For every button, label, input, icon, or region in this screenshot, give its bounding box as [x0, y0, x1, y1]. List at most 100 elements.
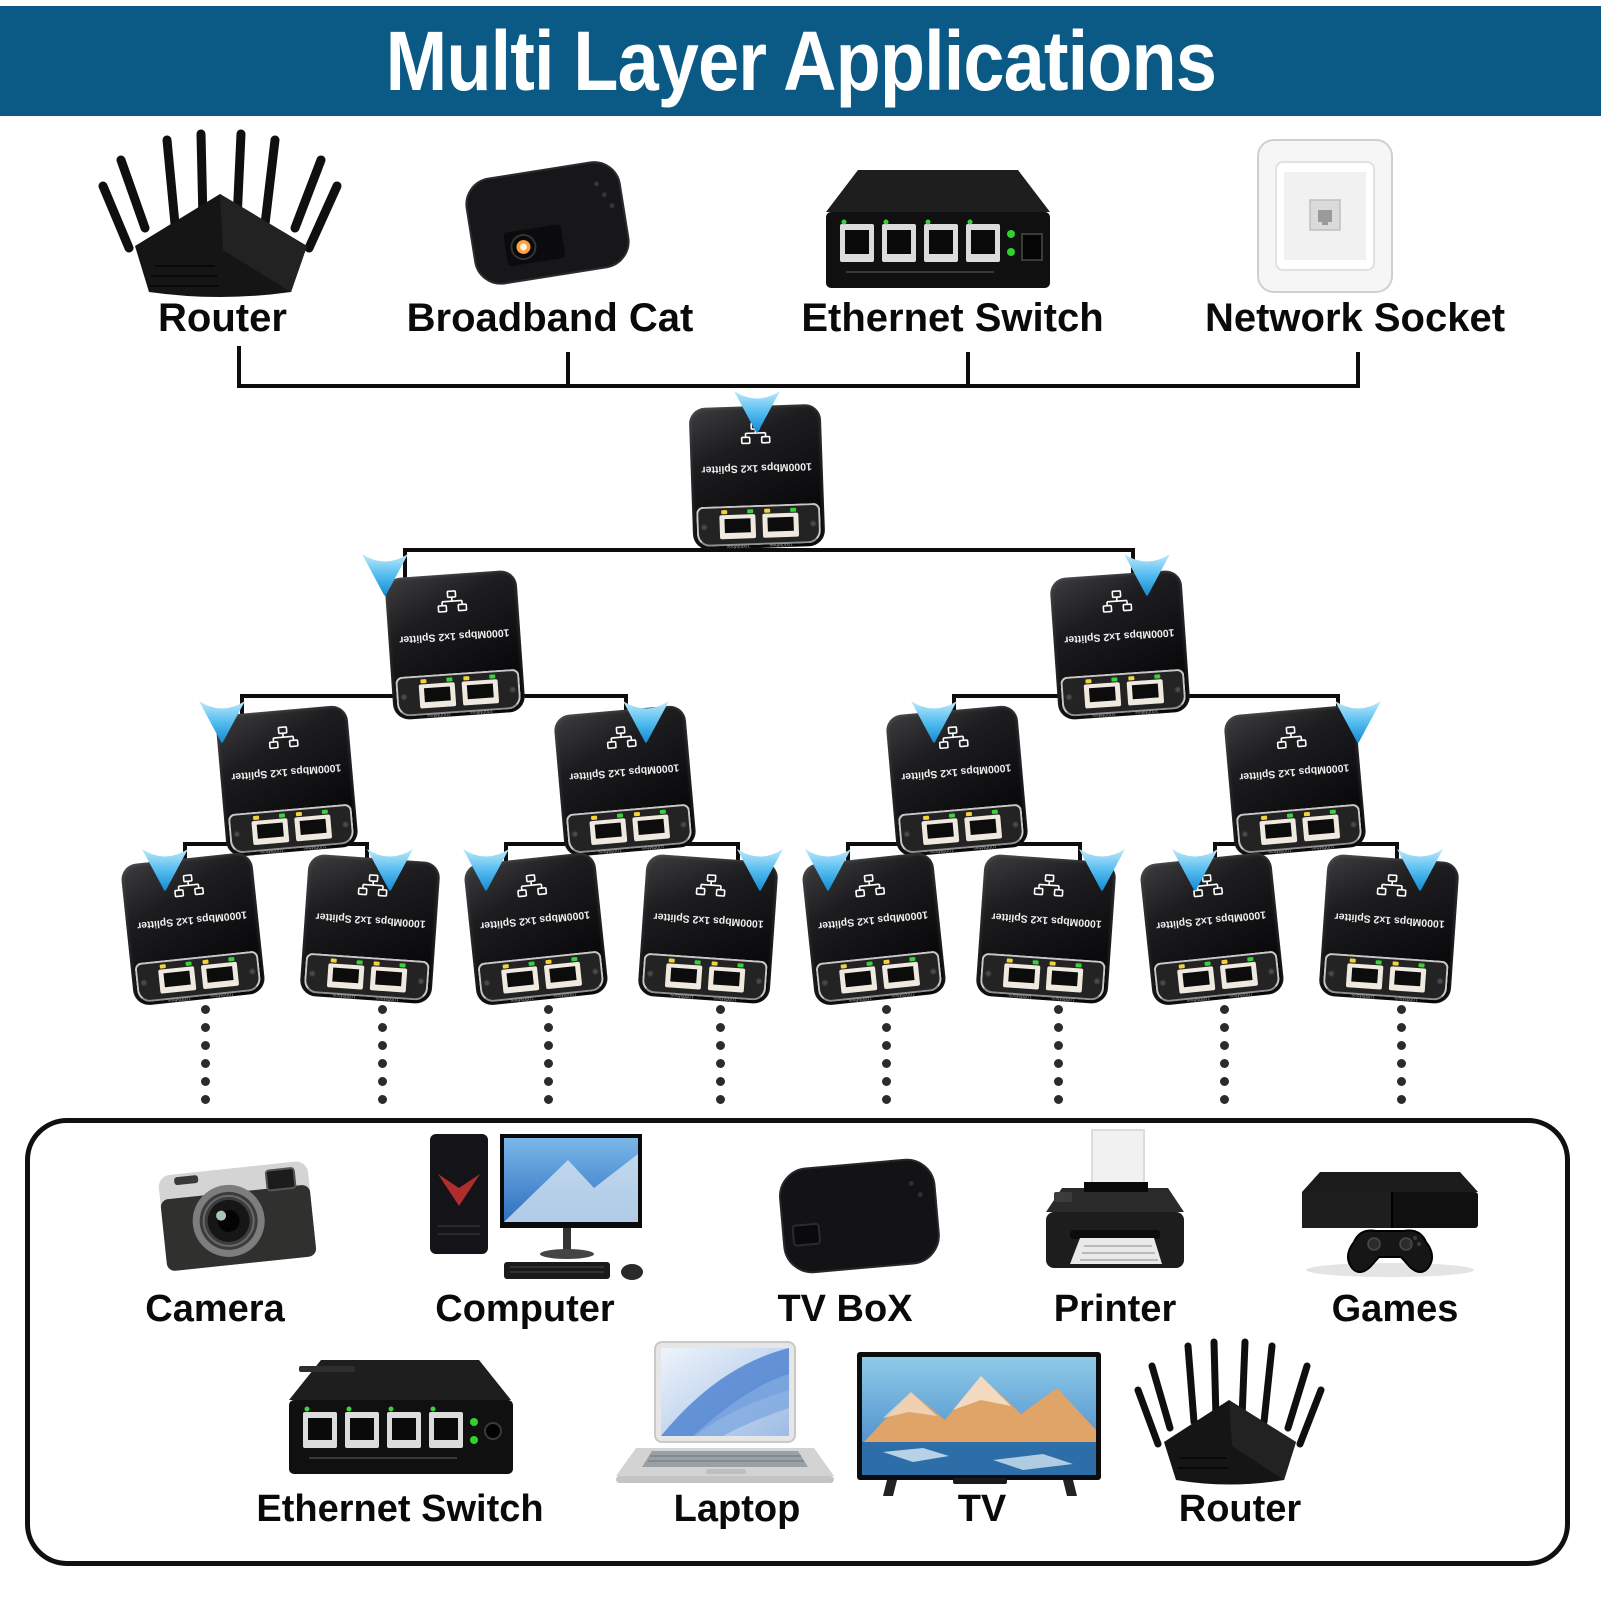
network-tree-icon: [695, 874, 726, 897]
connector: [736, 842, 740, 874]
down-arrow-icon: [367, 849, 413, 891]
source-label-ethernet-switch: Ethernet Switch: [801, 296, 1104, 340]
continuation-dots: [1220, 1005, 1229, 1113]
ethernet-switch-icon: [275, 1352, 520, 1490]
network-tree-icon: [174, 874, 205, 898]
device-label-router: Router: [1178, 1488, 1302, 1530]
rj45-port: 1000Mbps: [1083, 677, 1121, 718]
continuation-dots: [544, 1005, 553, 1113]
network-tree-icon: [1376, 874, 1407, 897]
network-tree-icon: [517, 874, 548, 898]
computer-icon: [420, 1126, 655, 1296]
rj45-port: 1000Mbps: [1345, 958, 1383, 999]
connector: [403, 548, 407, 592]
continuation-dots: [1054, 1005, 1063, 1113]
device-label-computer: Computer: [435, 1288, 615, 1330]
tv-box-icon: [762, 1148, 957, 1291]
device-label-camera: Camera: [145, 1288, 285, 1330]
continuation-dots: [201, 1005, 210, 1113]
continuation-dots: [882, 1005, 891, 1113]
rj45-port: 1000Mbps: [250, 813, 289, 855]
rj45-port: 1000Mbps: [326, 958, 364, 999]
rj45-port: 1000Mbps: [664, 958, 702, 999]
down-arrow-icon: [142, 849, 188, 891]
network-tree-icon: [437, 590, 468, 613]
rj45-port: 1000Mbps: [1301, 809, 1340, 851]
rj45-port: 1000Mbps: [461, 674, 499, 715]
rj45-port: 1000Mbps: [543, 956, 582, 999]
continuation-dots: [378, 1005, 387, 1113]
screw-icon: [809, 519, 817, 528]
games-console-icon: [1288, 1158, 1493, 1291]
printer-icon: [1032, 1126, 1200, 1299]
down-arrow-icon: [199, 701, 245, 743]
screw-icon: [700, 523, 708, 531]
device-label-printer: Printer: [1053, 1288, 1177, 1330]
ethernet-switch-icon: [810, 160, 1060, 303]
network-tree-icon: [1193, 874, 1224, 898]
connector: [1356, 352, 1360, 388]
broadband-cat-icon: [450, 148, 645, 303]
rj45-port: 1000Mbps: [963, 809, 1002, 851]
rj45-port: 1000Mbps: [1258, 813, 1297, 855]
router-icon: [1132, 1338, 1327, 1498]
rj45-port: 1000Mbps: [588, 813, 627, 855]
connector: [846, 842, 850, 874]
network-tree-icon: [938, 726, 969, 750]
rj45-port: 1000Mbps: [500, 961, 539, 1003]
network-tree-icon: [1102, 590, 1133, 613]
rj45-port: 1000Mbps: [761, 507, 799, 548]
network-tree-icon: [1033, 874, 1064, 897]
rj45-port: 1000Mbps: [881, 956, 920, 999]
camera-icon: [148, 1138, 326, 1295]
rj45-port: 1000Mbps: [200, 956, 239, 999]
device-label-games: Games: [1331, 1288, 1459, 1330]
continuation-dots: [1397, 1005, 1406, 1113]
device-label-tv: TV: [957, 1488, 1007, 1530]
title-banner: Multi Layer Applications: [0, 6, 1601, 116]
rj45-port: 1000Mbps: [369, 961, 407, 1002]
source-label-network-socket: Network Socket: [1204, 296, 1506, 340]
rj45-port: 1000Mbps: [631, 809, 670, 851]
device-label-ethernet-switch: Ethernet Switch: [256, 1488, 544, 1530]
down-arrow-icon: [1335, 701, 1381, 743]
rj45-port: 1000Mbps: [1219, 956, 1258, 999]
rj45-port: 1000Mbps: [718, 509, 756, 549]
network-tree-icon: [606, 726, 637, 750]
down-arrow-icon: [911, 701, 957, 743]
rj45-port: 1000Mbps: [838, 961, 877, 1003]
connector: [237, 346, 241, 388]
connector: [966, 352, 970, 388]
splitter-port-panel: 1000Mbps 1000Mbps: [696, 502, 822, 549]
rj45-port: 1000Mbps: [920, 813, 959, 855]
down-arrow-icon: [1124, 554, 1170, 596]
connector: [403, 548, 1135, 552]
connector: [240, 694, 244, 730]
rj45-port: 1000Mbps: [1176, 961, 1215, 1003]
router-icon: [95, 128, 345, 305]
down-arrow-icon: [734, 391, 780, 433]
connector-bus: [237, 384, 1360, 388]
rj45-port: 1000Mbps: [1002, 958, 1040, 999]
down-arrow-icon: [805, 849, 851, 891]
rj45-port: 1000Mbps: [293, 809, 332, 851]
network-tree-icon: [855, 874, 886, 898]
tv-icon: [853, 1348, 1108, 1503]
device-label-laptop: Laptop: [673, 1488, 801, 1530]
